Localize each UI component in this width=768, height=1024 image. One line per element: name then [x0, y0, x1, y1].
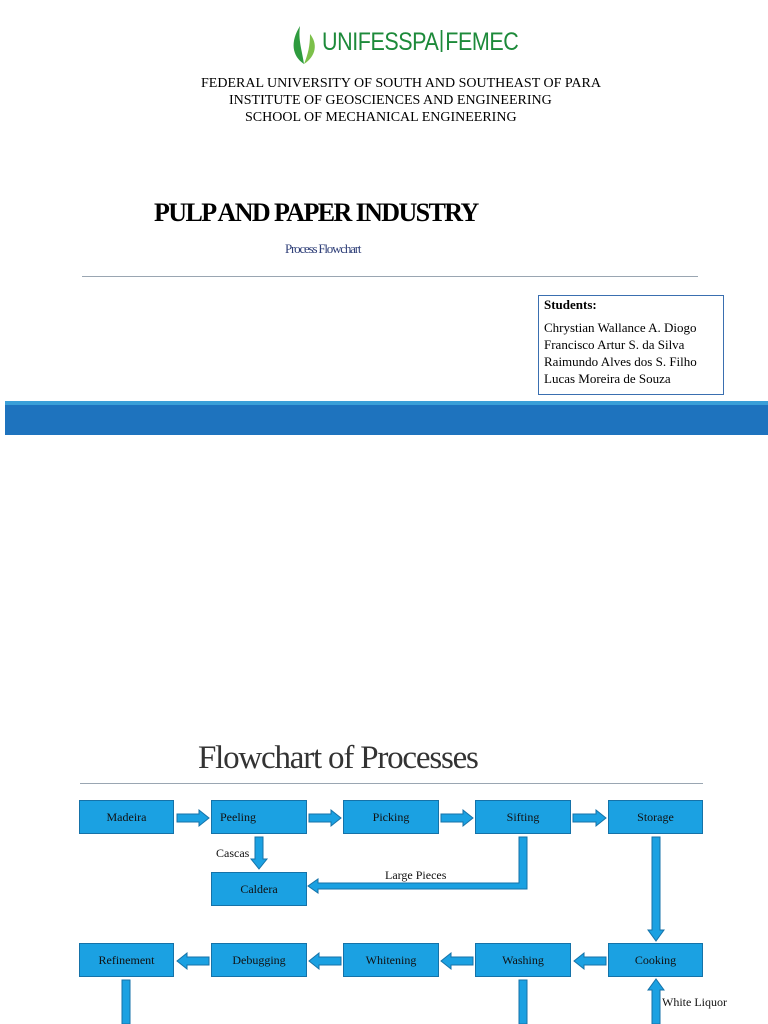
label-cascas: Cascas	[216, 846, 250, 860]
logo-name: UNIFESSPA	[322, 28, 439, 56]
logo-divider	[440, 30, 443, 52]
step-refinement: Refinement	[79, 943, 174, 977]
flowchart-title-divider	[80, 783, 703, 784]
step-washing: Washing	[475, 943, 571, 977]
students-heading: Students:	[544, 297, 597, 312]
step-debugging-label: Debugging	[232, 952, 286, 967]
arrow-washing-whitening	[440, 951, 474, 971]
student-name: Lucas Moreira de Souza	[544, 371, 671, 386]
step-debugging: Debugging	[211, 943, 307, 977]
flowchart-title: Flowchart of Processes	[198, 740, 479, 776]
label-white-liquor: White Liquor	[662, 995, 727, 1009]
student-name: Raimundo Alves dos S. Filho	[544, 354, 697, 369]
arrow-white-liquor-cooking	[647, 978, 665, 1024]
students-box: Students: Chrystian Wallance A. Diogo Fr…	[538, 295, 724, 395]
step-washing-label: Washing	[502, 952, 544, 967]
arrow-cooking-washing	[573, 951, 607, 971]
step-storage: Storage	[608, 800, 703, 834]
footer-band	[5, 405, 768, 435]
label-large-pieces: Large Pieces	[385, 868, 447, 882]
step-storage-label: Storage	[637, 809, 674, 824]
document-subtitle: Process Flowchart	[285, 241, 361, 256]
leaf-icon	[293, 26, 315, 64]
step-madeira: Madeira	[79, 800, 174, 834]
institution-line-1: FEDERAL UNIVERSITY OF SOUTH AND SOUTHEAS…	[201, 76, 601, 91]
institution-line-3: SCHOOL OF MECHANICAL ENGINEERING	[245, 110, 517, 125]
arrow-madeira-peeling	[176, 808, 210, 828]
arrow-refinement-down	[121, 979, 131, 1024]
step-caldera-label: Caldera	[240, 881, 278, 896]
arrow-peeling-picking	[308, 808, 342, 828]
student-name: Francisco Artur S. da Silva	[544, 337, 685, 352]
step-caldera: Caldera	[211, 872, 307, 906]
step-whitening-label: Whitening	[365, 952, 417, 967]
logo-sub: FEMEC	[445, 28, 519, 56]
step-madeira-label: Madeira	[106, 809, 147, 824]
arrow-sifting-caldera	[307, 836, 528, 894]
arrow-debugging-refinement	[176, 951, 210, 971]
step-cooking: Cooking	[608, 943, 703, 977]
arrow-whitening-debugging	[308, 951, 342, 971]
arrow-storage-cooking	[647, 836, 665, 942]
footer-band-highlight	[5, 401, 768, 405]
arrow-washing-down	[518, 979, 528, 1024]
arrow-sifting-storage	[572, 808, 607, 828]
step-sifting: Sifting	[475, 800, 571, 834]
step-sifting-label: Sifting	[506, 809, 540, 824]
arrow-picking-sifting	[440, 808, 474, 828]
title-divider	[82, 276, 698, 277]
step-cooking-label: Cooking	[634, 952, 677, 967]
step-peeling-label: Peeling	[220, 809, 256, 824]
step-refinement-label: Refinement	[98, 952, 155, 967]
arrow-peeling-caldera	[249, 836, 269, 870]
step-picking-label: Picking	[372, 809, 410, 824]
document-title: PULP AND PAPER INDUSTRY	[154, 198, 479, 227]
institution-line-2: INSTITUTE OF GEOSCIENCES AND ENGINEERING	[229, 93, 552, 108]
step-picking: Picking	[343, 800, 439, 834]
step-whitening: Whitening	[343, 943, 439, 977]
student-name: Chrystian Wallance A. Diogo	[544, 320, 697, 335]
step-peeling: Peeling	[211, 800, 307, 834]
